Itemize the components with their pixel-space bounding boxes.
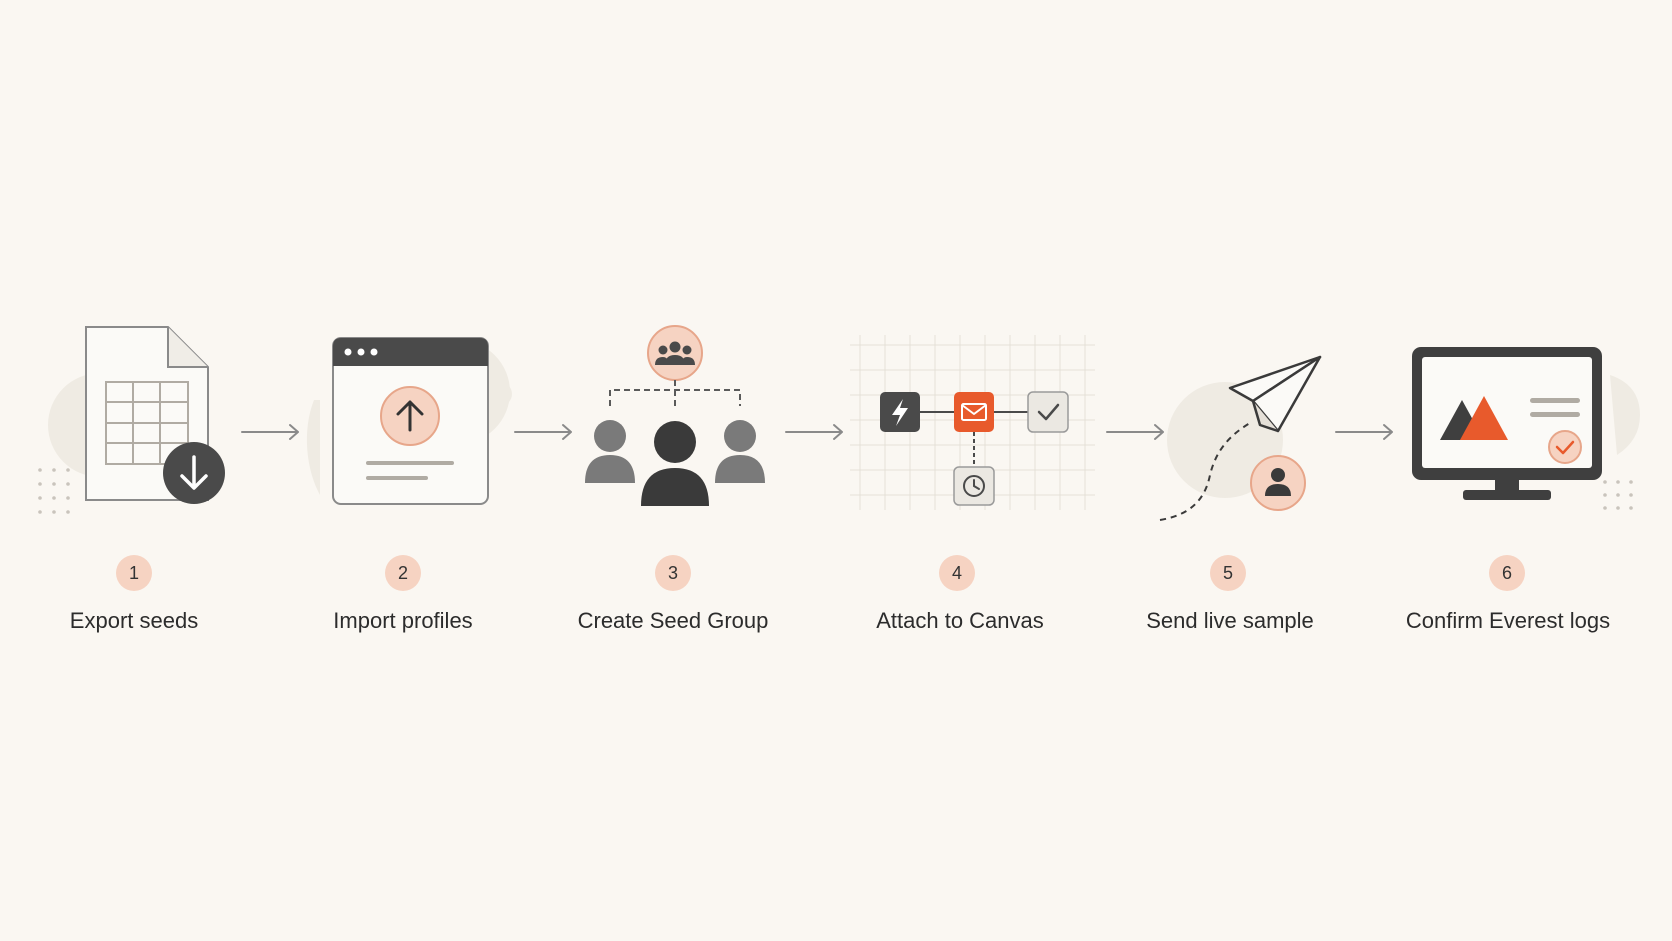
flow-arrow-3 xyxy=(784,420,848,444)
step-label: Confirm Everest logs xyxy=(1405,608,1611,633)
flow-arrow-2 xyxy=(513,420,577,444)
step-label: Create Seed Group xyxy=(577,608,769,633)
step-number-badge: 6 xyxy=(1489,555,1525,591)
paper-plane-icon xyxy=(1150,345,1325,525)
step-label: Export seeds xyxy=(69,608,199,633)
monitor-check-icon xyxy=(1395,340,1645,520)
step-number-badge: 5 xyxy=(1210,555,1246,591)
spreadsheet-download-icon xyxy=(30,310,250,520)
user-group-icon xyxy=(565,318,775,518)
step-number-badge: 1 xyxy=(116,555,152,591)
step-number-badge: 4 xyxy=(939,555,975,591)
browser-upload-icon xyxy=(300,320,520,520)
step-label: Attach to Canvas xyxy=(876,608,1044,633)
flow-arrow-4 xyxy=(1105,420,1169,444)
step-label: Import profiles xyxy=(333,608,473,633)
flow-arrow-5 xyxy=(1334,420,1398,444)
step-number-badge: 3 xyxy=(655,555,691,591)
flow-arrow-1 xyxy=(240,420,304,444)
step-number-badge: 2 xyxy=(385,555,421,591)
step-label: Send live sample xyxy=(1146,608,1314,633)
canvas-workflow-icon xyxy=(850,335,1095,515)
